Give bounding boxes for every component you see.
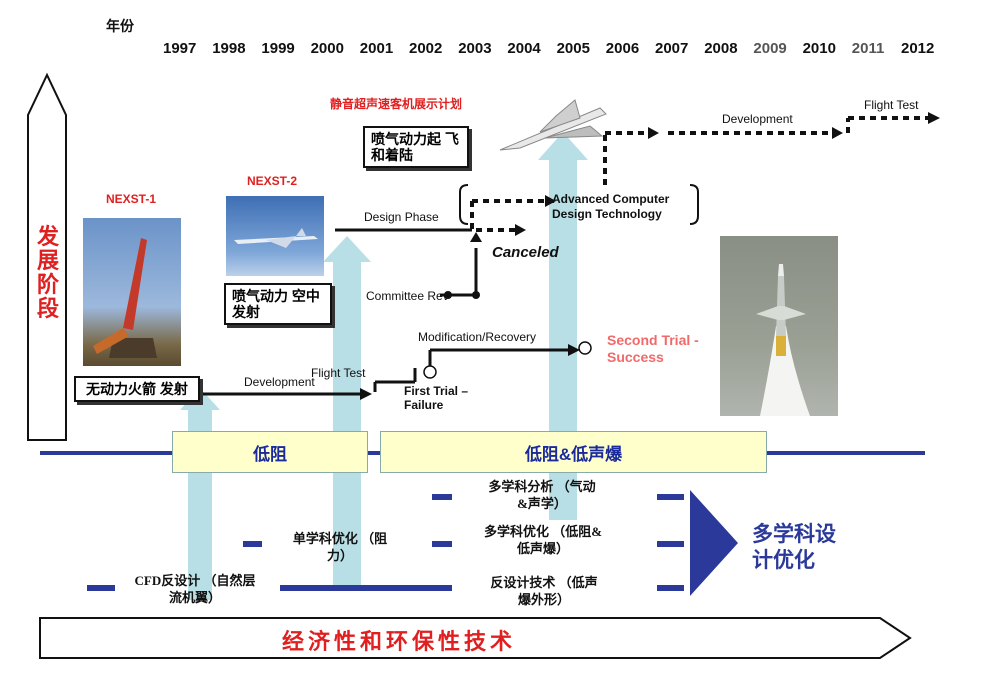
- second-trial-label: Second Trial - Success: [607, 332, 699, 365]
- development-label-2: Development: [722, 112, 793, 126]
- nexst1-photo: [83, 218, 181, 366]
- year-2001: 2001: [359, 40, 394, 57]
- sst-illustration: [499, 99, 607, 151]
- year-2010: 2010: [802, 40, 836, 57]
- second-trial-photo: [720, 236, 838, 416]
- year-1999: 1999: [261, 40, 295, 57]
- nexst2-caption: 喷气动力 空中发射: [224, 283, 332, 325]
- up-arrow-3: [538, 132, 588, 520]
- flight-test-label-2: Flight Test: [864, 98, 919, 112]
- canceled-label: Canceled: [492, 244, 559, 261]
- single-discipline-label: 单学科优化 （阻力）: [292, 531, 388, 563]
- flight-test-label-1: Flight Test: [311, 366, 366, 380]
- development-stage-label: 发展阶段: [36, 224, 59, 321]
- nexst1-title: NEXST-1: [106, 192, 157, 206]
- low-drag-band: 低阻: [172, 431, 368, 473]
- year-1998: 1998: [212, 40, 246, 57]
- tech-axis-label: 经济性和环保性技术: [282, 629, 517, 654]
- year-2005: 2005: [556, 40, 590, 57]
- year-2012: 2012: [901, 40, 935, 57]
- arrowheads: [360, 232, 580, 400]
- year-2009: 2009: [753, 40, 787, 57]
- year-2007: 2007: [655, 40, 689, 57]
- second-trial-marker: [578, 341, 592, 355]
- tech-arrow-bottom: [39, 617, 912, 659]
- committee-label: Committee Rev: [366, 289, 449, 303]
- year-2006: 2006: [605, 40, 640, 57]
- advanced-technology-label: Advanced Computer Design Technology: [552, 192, 670, 221]
- nexst1-caption: 无动力火箭 发射: [74, 376, 200, 402]
- up-arrow-2: [323, 236, 371, 590]
- design-phase-label: Design Phase: [364, 210, 439, 224]
- year-2000: 2000: [310, 40, 344, 57]
- year-2008: 2008: [704, 40, 738, 57]
- year-2003: 2003: [458, 40, 492, 57]
- low-drag-boom-band: 低阻&低声爆: [380, 431, 767, 473]
- mdo-label: 多学科设 计优化: [752, 523, 836, 572]
- modification-label: Modification/Recovery: [418, 330, 537, 344]
- multi-optimization-label: 多学科优化 （低阻&低声爆）: [483, 524, 603, 556]
- first-trial-label: First Trial – Failure: [404, 384, 469, 412]
- year-2002: 2002: [409, 40, 443, 57]
- year-2004: 2004: [507, 40, 541, 57]
- quiet-program-title: 静音超声速客机展示计划: [330, 97, 463, 111]
- mdo-arrow: [690, 490, 738, 596]
- nexst2-title: NEXST-2: [247, 174, 298, 188]
- multi-analysis-label: 多学科分析 （气动&声学）: [488, 479, 596, 511]
- stage-arrow-left: [27, 72, 67, 441]
- up-arrow-1: [180, 388, 220, 600]
- first-trial-marker: [423, 365, 437, 379]
- cfd-inverse-label: CFD反设计 （自然层流机翼）: [134, 573, 256, 605]
- year-2011: 2011: [851, 40, 885, 57]
- year-1997: 1997: [163, 40, 197, 57]
- development-label-1: Development: [244, 375, 315, 389]
- quiet-program-caption: 喷气动力起 飞和着陆: [363, 126, 469, 168]
- nexst2-photo: [226, 196, 324, 276]
- inverse-technology-label: 反设计技术 （低声爆外形）: [490, 575, 598, 607]
- method-lines: [87, 494, 684, 591]
- year-axis-label: 年份: [106, 18, 134, 34]
- dotted-paths: [470, 116, 928, 232]
